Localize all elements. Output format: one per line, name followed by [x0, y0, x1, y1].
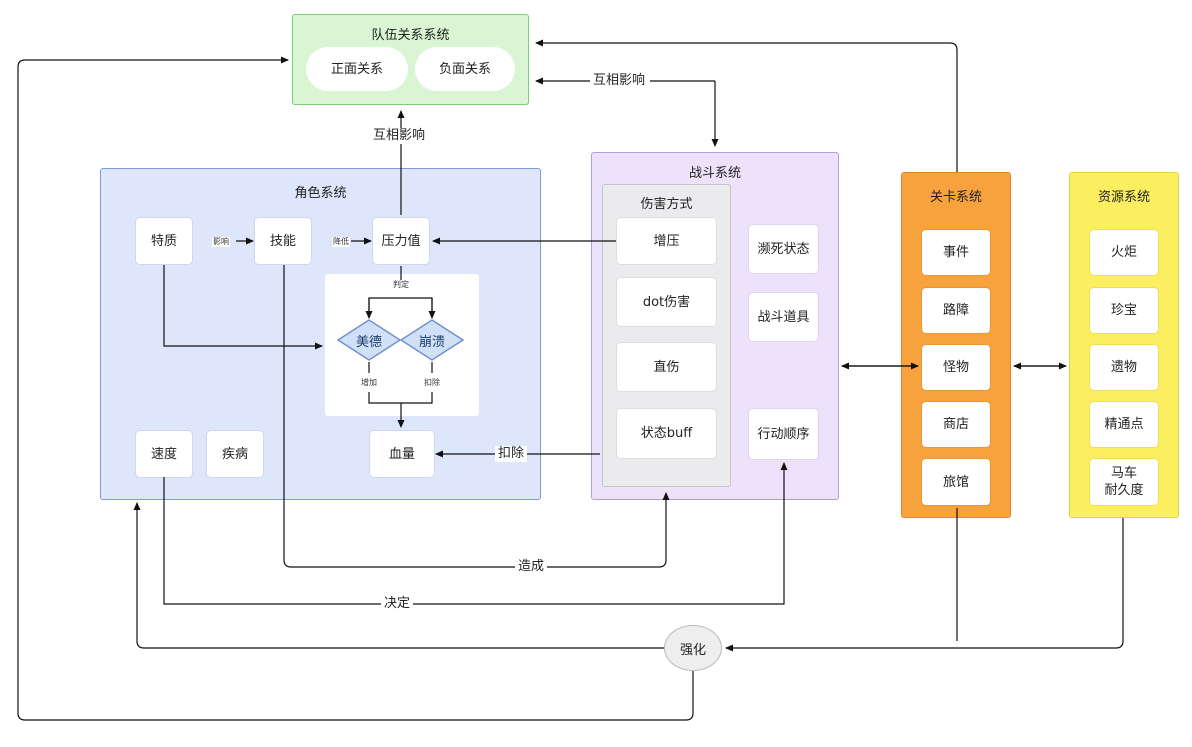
- relic-node: 遗物: [1090, 345, 1158, 390]
- battle-items-node: 战斗道具: [749, 293, 818, 341]
- decide-label: 决定: [381, 596, 414, 612]
- status-buff-node: 状态buff: [617, 409, 716, 458]
- action-order-node: 行动顺序: [749, 409, 818, 459]
- obstacle-node: 路障: [922, 288, 990, 333]
- virtue-label: 美德: [355, 334, 382, 350]
- team-system-title: 队伍关系系统: [371, 28, 450, 43]
- cause-label: 造成: [515, 559, 548, 575]
- mutual-influence-label-2: 互相影响: [590, 73, 649, 89]
- positive-relation-node: 正面关系: [306, 47, 408, 91]
- monster-node: 怪物: [922, 345, 990, 390]
- shop-node: 商店: [922, 402, 990, 447]
- deduct-label: 扣除: [495, 446, 528, 462]
- battle-system-title: 战斗系统: [688, 166, 741, 181]
- carriage-durability-node: 马车 耐久度: [1090, 459, 1158, 505]
- inn-node: 旅馆: [922, 459, 990, 505]
- disease-node: 疾病: [207, 431, 263, 477]
- judge-label: 判定: [392, 280, 410, 290]
- level-system-title: 关卡系统: [929, 190, 982, 205]
- trait-node: 特质: [136, 218, 192, 264]
- strengthen-node: 强化: [664, 625, 722, 671]
- carriage-label: 马车: [1110, 466, 1137, 481]
- character-system-title: 角色系统: [294, 186, 347, 201]
- collapse-label: 崩溃: [418, 334, 445, 350]
- virtue-diamond: [336, 319, 402, 361]
- negative-relation-node: 负面关系: [415, 47, 515, 91]
- direct-damage-node: 直伤: [617, 343, 716, 391]
- resource-system-title: 资源系统: [1097, 190, 1150, 205]
- pressure-node: 压力值: [373, 218, 429, 264]
- skill-node: 技能: [255, 218, 311, 264]
- influence-label: 影响: [212, 237, 230, 247]
- deduct-small-label: 扣除: [423, 378, 441, 388]
- dying-state-node: 濒死状态: [749, 225, 818, 273]
- event-node: 事件: [922, 230, 990, 275]
- damage-type-title: 伤害方式: [640, 197, 693, 212]
- dot-damage-node: dot伤害: [617, 278, 716, 326]
- increase-label: 增加: [360, 378, 378, 388]
- hp-node: 血量: [370, 431, 434, 477]
- reduce-label: 降低: [332, 237, 350, 247]
- mutual-influence-label: 互相影响: [370, 128, 429, 144]
- increase-pressure-node: 增压: [617, 218, 716, 264]
- torch-node: 火炬: [1090, 230, 1158, 275]
- mastery-points-node: 精通点: [1090, 402, 1158, 447]
- speed-node: 速度: [136, 431, 192, 477]
- treasure-node: 珍宝: [1090, 288, 1158, 333]
- collapse-diamond: [399, 319, 465, 361]
- durability-label: 耐久度: [1104, 483, 1144, 498]
